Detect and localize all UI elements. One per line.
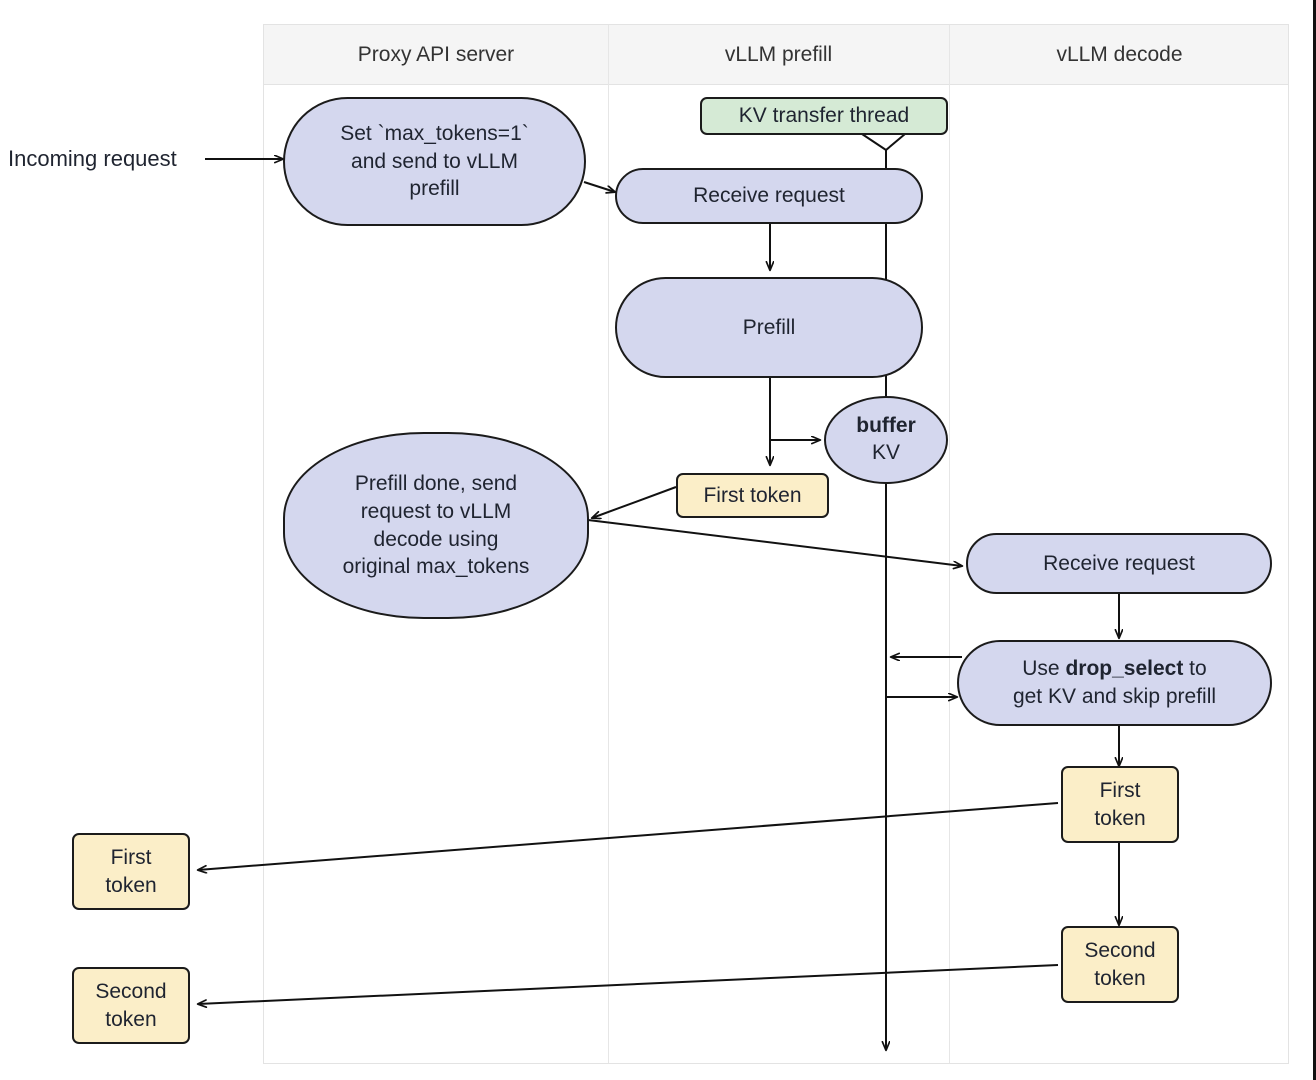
node-set-max-tokens[interactable]: Set `max_tokens=1` and send to vLLM pref… bbox=[283, 97, 586, 226]
node-kv-transfer-thread-note[interactable]: KV transfer thread bbox=[700, 97, 948, 135]
node-prefill-first-token-label: First token bbox=[703, 483, 802, 507]
node-output-second-token[interactable]: Second token bbox=[72, 967, 190, 1044]
node-output-first-token-label: First token bbox=[105, 845, 157, 897]
lane-divider-2 bbox=[949, 25, 950, 1063]
node-decode-second-token[interactable]: Second token bbox=[1061, 926, 1179, 1003]
node-prefill-receive-request[interactable]: Receive request bbox=[615, 168, 923, 224]
node-buffer-kv[interactable]: buffer KV bbox=[824, 396, 948, 484]
node-prefill[interactable]: Prefill bbox=[615, 277, 923, 378]
lane-title-prefill: vLLM prefill bbox=[724, 43, 833, 66]
node-decode-second-token-label: Second token bbox=[1084, 938, 1156, 990]
node-kv-transfer-thread-label: KV transfer thread bbox=[738, 104, 910, 128]
node-prefill-receive-request-label: Receive request bbox=[693, 184, 845, 208]
lane-title-proxy: Proxy API server bbox=[357, 43, 515, 66]
node-set-max-tokens-label: Set `max_tokens=1` and send to vLLM pref… bbox=[340, 121, 529, 201]
node-decode-first-token[interactable]: First token bbox=[1061, 766, 1179, 843]
node-output-first-token[interactable]: First token bbox=[72, 833, 190, 910]
incoming-request-label: Incoming request bbox=[8, 146, 177, 171]
node-decode-receive-request[interactable]: Receive request bbox=[966, 533, 1272, 594]
node-prefill-first-token[interactable]: First token bbox=[676, 473, 829, 518]
node-buffer-kv-subtitle: KV bbox=[871, 441, 900, 464]
node-buffer-kv-title: buffer bbox=[856, 414, 916, 438]
node-output-second-token-label: Second token bbox=[95, 979, 167, 1031]
lane-title-decode: vLLM decode bbox=[1056, 43, 1183, 66]
lane-header-band bbox=[264, 25, 1288, 85]
lane-divider-1 bbox=[608, 25, 609, 1063]
node-prefill-done-label: Prefill done, send request to vLLM decod… bbox=[342, 472, 530, 579]
node-decode-receive-request-label: Receive request bbox=[1043, 551, 1195, 575]
node-prefill-label: Prefill bbox=[742, 315, 796, 339]
node-prefill-done[interactable]: Prefill done, send request to vLLM decod… bbox=[283, 432, 589, 619]
node-decode-first-token-label: First token bbox=[1094, 778, 1146, 830]
